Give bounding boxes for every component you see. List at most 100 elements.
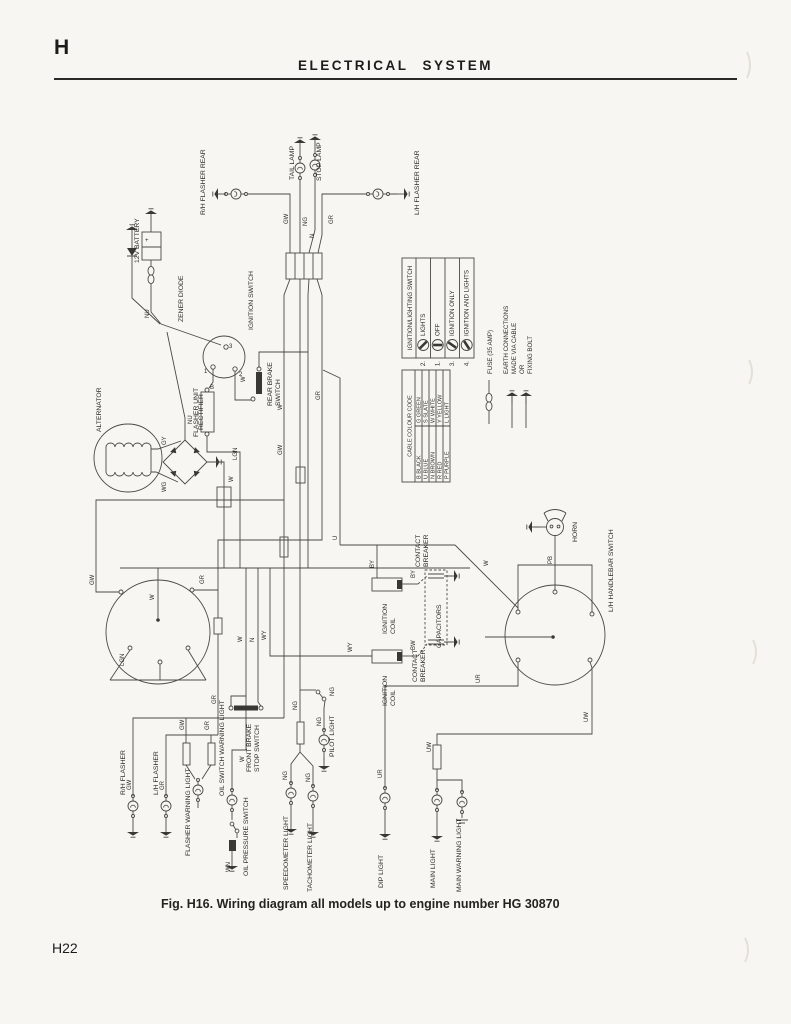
colour-code-cell: U BLUE	[424, 459, 430, 479]
switch-position-icon-ignition-only	[446, 339, 459, 351]
wire-labels: GW NG N GR GR W GW NU NU GY WG W W LGN G…	[90, 213, 590, 872]
wire-label-ur: UR	[378, 769, 384, 778]
wire-label-ng: NG	[317, 717, 323, 726]
switch-pos-label: OFF	[435, 323, 442, 336]
flasher-unit	[200, 387, 241, 568]
instrument-lights	[284, 690, 320, 838]
label-flasher-unit: FLASHER UNIT	[193, 388, 200, 437]
wire-label-w: W	[150, 594, 156, 600]
wire-label-wy: WY	[262, 630, 268, 640]
coil-assembly	[322, 369, 519, 664]
lh-handlebar-switch	[384, 564, 606, 788]
wire-label-pb: PB	[548, 556, 554, 564]
legend-colour-code: CABLE COLOUR CODE B BLACK G GREEN U BLUE…	[401, 369, 451, 483]
rectifier	[151, 331, 232, 568]
wire-label-ng: NG	[330, 687, 336, 696]
lh-flasher	[159, 734, 218, 838]
ignition-terminal-2: 2	[239, 372, 243, 378]
colour-code-title: CABLE COLOUR CODE	[408, 395, 414, 457]
colour-code-cell: R RED	[438, 462, 444, 479]
flasher-warning-light	[182, 718, 216, 808]
terminal-numbers: 3 1 2 B	[204, 344, 243, 391]
wire-label-wg: WG	[162, 481, 168, 492]
bulb-icon	[127, 794, 139, 818]
capacitors	[424, 569, 460, 649]
wire-label-gr: GR	[212, 694, 218, 704]
wire-label-w: W	[241, 376, 247, 382]
label-main-warning-light: MAIN WARNING LIGHT	[456, 819, 463, 892]
colour-code-cell: B BLACK	[417, 455, 423, 479]
switch-pos-num: 3.	[449, 361, 456, 366]
label-stop-lamp: STOP LAMP	[316, 142, 323, 181]
wire-label-gr: GR	[205, 720, 211, 730]
earth-icon	[126, 823, 140, 838]
label-capacitors: CAPACITORS	[436, 604, 443, 648]
earth-note-line: EARTH CONNECTIONS	[503, 306, 510, 374]
bulb-icon	[224, 188, 248, 200]
label-contact-breaker: CONTACT	[415, 535, 422, 567]
rh-flasher-rear	[212, 187, 291, 253]
wire-label-wy: WY	[348, 642, 354, 652]
label-lh-flasher: L/H FLASHER	[153, 751, 160, 795]
ignition-terminal-3: 3	[229, 344, 233, 350]
label-rectifier: RECTIFIER	[198, 394, 205, 430]
earth-note-line: MADE VIA CABLE	[511, 323, 518, 374]
wire-label-w: W	[240, 756, 246, 762]
earth-icon	[430, 827, 444, 842]
rh-flasher	[126, 717, 284, 838]
tail-lamp	[293, 137, 307, 253]
label-rh-flasher-rear: R/H FLASHER REAR	[200, 149, 207, 215]
bulb-icon	[456, 790, 468, 814]
wire-label-ng: NG	[283, 771, 289, 780]
colour-code-cell: S SLATE	[424, 400, 430, 423]
wire-label-lgn: LGN	[120, 654, 126, 666]
dip-light	[378, 786, 392, 840]
switch-pos-num: 1.	[435, 361, 442, 366]
label-alternator: ALTERNATOR	[96, 387, 103, 432]
label-oil-pressure-switch: OIL PRESSURE SWITCH	[243, 797, 250, 876]
colour-code-cell: P PURPLE	[445, 451, 451, 479]
label-battery: 12V BATTERY	[134, 218, 141, 263]
connector-block	[194, 252, 323, 718]
rear-brake-switch	[250, 351, 308, 402]
earth-icon	[395, 187, 410, 201]
wire-label-u: U	[333, 536, 339, 540]
label-horn: HORN	[572, 522, 579, 542]
wire-label-n: N	[310, 234, 316, 238]
label-ignition-coil: COIL	[390, 690, 397, 706]
wire-label-bw: BW	[411, 640, 417, 650]
legend-switch-table: IGNITION/LIGHTING SWITCH 2. LIGHTS 1. OF…	[401, 257, 475, 366]
label-contact-breaker: CONTACT	[412, 650, 419, 682]
bulb-icon	[226, 788, 238, 812]
wire-label-nu: NU	[188, 415, 194, 424]
switch-pos-label: IGNITION ONLY	[449, 290, 456, 336]
colour-code-cell: G GREEN	[417, 397, 423, 423]
switch-pos-label: IGNITION AND LIGHTS	[464, 270, 471, 336]
wire-label-w: W	[484, 560, 490, 566]
earth-icon	[159, 823, 173, 838]
wire-label-gr: GR	[160, 780, 166, 790]
flasher-terminal-b: B	[210, 385, 214, 391]
label-flasher-warning-light: FLASHER WARNING LIGHT	[185, 768, 192, 856]
label-ignition-coil: IGNITION	[382, 604, 389, 634]
label-tail-lamp: TAIL LAMP	[289, 146, 296, 180]
label-front-brake-stop-switch: STOP SWITCH	[254, 725, 261, 772]
earth-icon	[526, 520, 541, 534]
colour-code-cell: N BROWN	[431, 452, 437, 479]
battery-plus: +	[145, 238, 149, 244]
label-front-brake-stop-switch: FRONT BRAKE	[246, 723, 253, 772]
earth-note-line: FIXING BOLT	[527, 336, 534, 374]
ignition-switch	[160, 323, 251, 401]
page-number: H22	[52, 940, 78, 956]
bulb-icon	[318, 728, 330, 752]
label-oil-switch-warning-light: OIL SWITCH WARNING LIGHT	[219, 700, 226, 796]
earth-icon	[212, 187, 227, 201]
switch-pos-label: LIGHTS	[420, 314, 427, 336]
horn	[526, 509, 567, 590]
switch-pos-num: 4.	[464, 361, 471, 366]
main-warning-light	[437, 779, 468, 824]
pilot-light	[300, 689, 331, 772]
component-labels: R/H FLASHER REAR TAIL LAMP STOP LAMP L/H…	[96, 142, 615, 892]
label-dip-light: DIP LIGHT	[378, 855, 385, 888]
